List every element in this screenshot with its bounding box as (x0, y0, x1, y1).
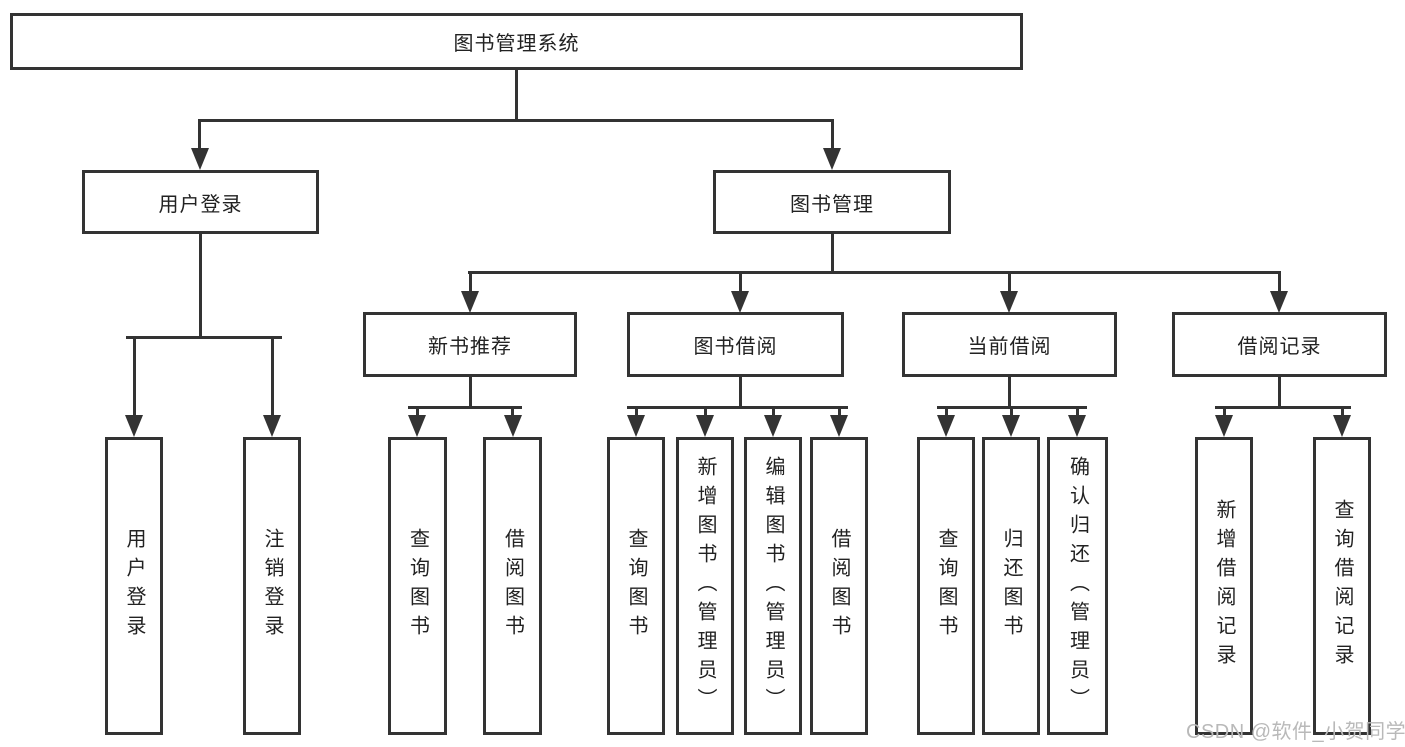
connector-line (198, 119, 834, 122)
node-label: 新增借阅记录 (1213, 499, 1235, 673)
arrowhead-down (1333, 415, 1351, 437)
connector-line (468, 271, 1281, 274)
leaf-edit-books-admin: 编辑图书（管理员） (744, 437, 802, 735)
connector-line (271, 338, 274, 417)
node-label: 借阅图书 (828, 528, 850, 644)
node-label: 新增图书（管理员） (694, 455, 716, 717)
arrowhead-down (1002, 415, 1020, 437)
connector-line (416, 408, 419, 418)
leaf-query-books: 查询图书 (388, 437, 447, 735)
node-library-system: 图书管理系统 (10, 13, 1023, 70)
leaf-logout: 注销登录 (243, 437, 301, 735)
node-borrowing-records: 借阅记录 (1172, 312, 1387, 377)
connector-line (469, 273, 472, 293)
connector-line (1008, 376, 1011, 408)
connector-line (469, 376, 472, 408)
connector-line (1010, 408, 1013, 418)
leaf-borrow-books: 借阅图书 (810, 437, 868, 735)
arrowhead-down (731, 291, 749, 313)
node-label: 用户登录 (158, 193, 243, 216)
csdn-watermark: CSDN @软件_小贺同学 (1186, 721, 1405, 743)
arrowhead-down (1215, 415, 1233, 437)
connector-line (945, 408, 948, 418)
connector-line (838, 408, 841, 418)
node-label: 编辑图书（管理员） (762, 455, 784, 717)
arrowhead-down (191, 148, 209, 170)
connector-line (831, 233, 834, 273)
node-label: 查询图书 (935, 528, 957, 644)
node-current-borrowing: 当前借阅 (902, 312, 1117, 377)
node-label: 查询图书 (406, 528, 429, 644)
connector-line (1215, 406, 1351, 409)
connector-line (635, 408, 638, 418)
node-label: 借阅记录 (1237, 336, 1322, 358)
arrowhead-down (461, 291, 479, 313)
connector-line (1008, 273, 1011, 293)
arrowhead-down (504, 415, 522, 437)
node-label: 当前借阅 (967, 336, 1052, 358)
leaf-add-books-admin: 新增图书（管理员） (676, 437, 734, 735)
leaf-query-borrow-record: 查询借阅记录 (1313, 437, 1371, 735)
node-label: 查询借阅记录 (1331, 499, 1353, 673)
leaf-user-login: 用户登录 (105, 437, 163, 735)
leaf-query-books: 查询图书 (917, 437, 975, 735)
node-label: 图书借阅 (693, 336, 778, 358)
arrowhead-down (937, 415, 955, 437)
leaf-add-borrow-record: 新增借阅记录 (1195, 437, 1253, 735)
arrowhead-down (408, 415, 426, 437)
arrowhead-down (764, 415, 782, 437)
connector-line (408, 406, 522, 409)
connector-line (198, 121, 201, 151)
arrowhead-down (696, 415, 714, 437)
arrowhead-down (125, 415, 143, 437)
node-book-management: 图书管理 (713, 170, 951, 234)
connector-line (1278, 376, 1281, 408)
arrowhead-down (263, 415, 281, 437)
leaf-query-books: 查询图书 (607, 437, 665, 735)
connector-line (831, 121, 834, 151)
leaf-return-books: 归还图书 (982, 437, 1040, 735)
arrowhead-down (627, 415, 645, 437)
node-label: 图书管理 (790, 193, 874, 216)
node-new-book-recommend: 新书推荐 (363, 312, 577, 377)
connector-line (515, 69, 518, 121)
arrowhead-down (1068, 415, 1086, 437)
arrowhead-down (830, 415, 848, 437)
connector-line (1076, 408, 1079, 418)
arrowhead-down (1270, 291, 1288, 313)
connector-line (739, 376, 742, 408)
connector-line (1341, 408, 1344, 418)
node-label: 借阅图书 (501, 528, 524, 644)
node-user-login: 用户登录 (82, 170, 319, 234)
node-label: 用户登录 (123, 528, 145, 644)
connector-line (1278, 273, 1281, 293)
connector-line (133, 338, 136, 417)
node-label: 新书推荐 (428, 336, 512, 358)
connector-line (772, 408, 775, 418)
connector-line (937, 406, 1087, 409)
node-label: 注销登录 (261, 528, 283, 644)
connector-line (199, 233, 202, 337)
connector-line (704, 408, 707, 418)
connector-line (511, 408, 514, 418)
node-label: 归还图书 (1000, 528, 1022, 644)
node-label: 图书管理系统 (453, 33, 580, 55)
arrowhead-down (823, 148, 841, 170)
node-book-borrowing: 图书借阅 (627, 312, 844, 377)
leaf-borrow-books: 借阅图书 (483, 437, 542, 735)
connector-line (627, 406, 848, 409)
node-label: 查询图书 (625, 528, 647, 644)
connector-line (1223, 408, 1226, 418)
arrowhead-down (1000, 291, 1018, 313)
node-label: 确认归还（管理员） (1066, 455, 1089, 717)
connector-line (739, 273, 742, 293)
leaf-confirm-return-admin: 确认归还（管理员） (1047, 437, 1108, 735)
connector-line (126, 336, 282, 339)
